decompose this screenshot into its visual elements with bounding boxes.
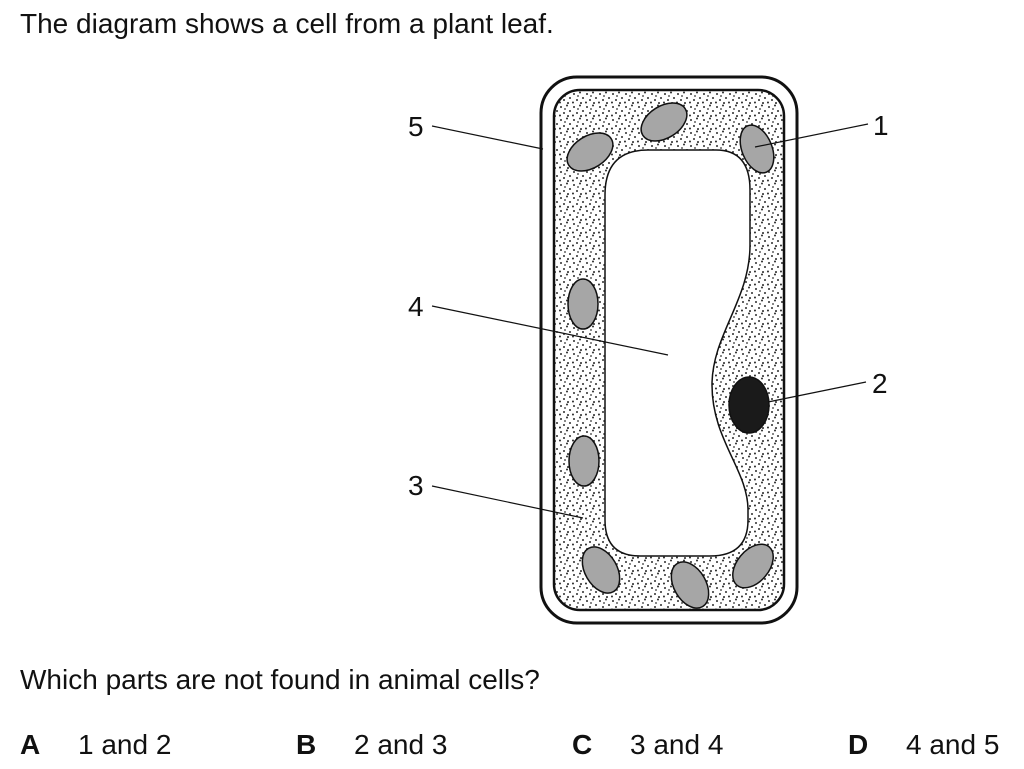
question-text: Which parts are not found in animal cell… <box>20 664 540 695</box>
chloroplast <box>640 102 688 142</box>
option-text: 2 and 3 <box>354 729 448 760</box>
option-c[interactable]: C 3 and 4 <box>572 727 723 763</box>
chloroplast <box>732 543 774 589</box>
option-a[interactable]: A 1 and 2 <box>20 727 171 763</box>
chloroplast <box>568 435 600 487</box>
chloroplast <box>670 561 710 609</box>
option-letter: A <box>20 729 41 760</box>
label-1: 1 <box>873 110 889 141</box>
option-letter: B <box>296 729 317 760</box>
chloroplasts <box>566 102 775 609</box>
option-text: 3 and 4 <box>630 729 724 760</box>
leader-line-5 <box>431 125 544 150</box>
option-d[interactable]: D 4 and 5 <box>848 727 999 763</box>
chloroplast <box>567 278 599 330</box>
label-3: 3 <box>408 470 424 501</box>
leader-line-4 <box>431 305 669 356</box>
chloroplast <box>581 546 621 594</box>
vacuole <box>604 149 751 557</box>
option-b[interactable]: B 2 and 3 <box>296 727 447 763</box>
option-text: 1 and 2 <box>78 729 172 760</box>
leader-line-3 <box>431 485 584 519</box>
option-letter: D <box>848 729 869 760</box>
nucleus <box>728 376 770 434</box>
leader-line-1 <box>754 123 869 148</box>
chloroplast <box>566 132 614 172</box>
label-4: 4 <box>408 291 424 322</box>
label-5: 5 <box>408 111 424 142</box>
leader-line-2 <box>767 381 867 403</box>
option-letter: C <box>572 729 593 760</box>
intro-text: The diagram shows a cell from a plant le… <box>20 8 554 39</box>
label-2: 2 <box>872 368 888 399</box>
option-text: 4 and 5 <box>906 729 1000 760</box>
